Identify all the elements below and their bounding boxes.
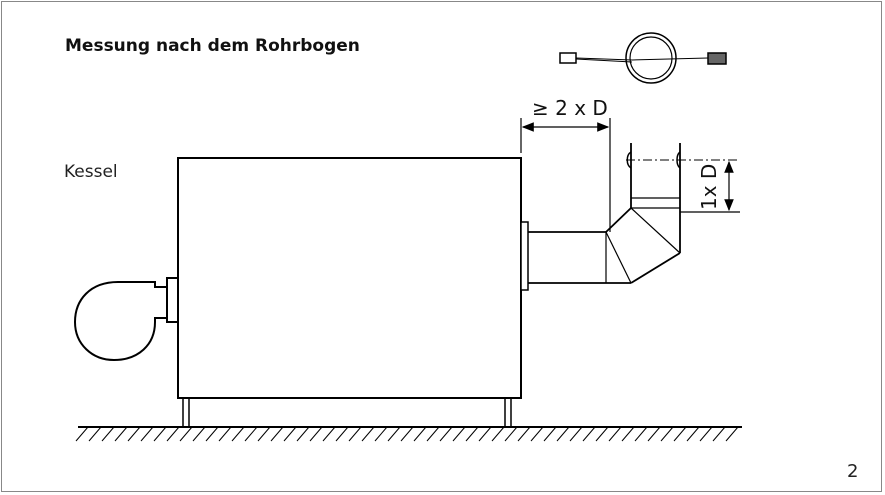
- dimension-horizontal-label: ≥ 2 x D: [532, 96, 608, 120]
- ground-hatch-line: [387, 426, 401, 442]
- ground-hatch-line: [374, 426, 388, 442]
- ground-hatch-line: [218, 426, 232, 442]
- ground-hatch-line: [348, 426, 362, 442]
- duct-cross-section: [625, 32, 677, 84]
- ground-hatch-line: [712, 426, 726, 442]
- ground-hatch-line: [660, 426, 674, 442]
- dimension-vertical-label: 1x D: [697, 164, 721, 210]
- ground-hatch-line: [296, 426, 310, 442]
- ground-hatch-line: [595, 426, 609, 442]
- ground-hatch-line: [725, 426, 739, 442]
- ground-hatch-line: [114, 426, 128, 442]
- ground-hatch-line: [543, 426, 557, 442]
- ground-hatch-line: [413, 426, 427, 442]
- ground-hatch-line: [192, 426, 206, 442]
- ground-hatch-line: [452, 426, 466, 442]
- ground-hatch-line: [439, 426, 453, 442]
- ground-hatch-line: [322, 426, 336, 442]
- ground-hatch-line: [478, 426, 492, 442]
- ground-hatch-line: [270, 426, 284, 442]
- boiler: [177, 157, 529, 427]
- ground-hatch-line: [634, 426, 648, 442]
- ground-hatch-line: [491, 426, 505, 442]
- ground-hatch-line: [608, 426, 622, 442]
- ground-hatch-line: [621, 426, 635, 442]
- ground-hatch-line: [361, 426, 375, 442]
- ground-hatch-line: [465, 426, 479, 442]
- ground-hatch-line: [569, 426, 583, 442]
- ground-hatch-line: [530, 426, 544, 442]
- probe-icon: [559, 32, 727, 84]
- ground-hatch-line: [400, 426, 414, 442]
- ground-hatch-line: [75, 426, 89, 442]
- ground-hatch-line: [244, 426, 258, 442]
- ground-hatch-line: [309, 426, 323, 442]
- probe-sensor: [707, 52, 727, 65]
- ground-hatch-line: [647, 426, 661, 442]
- ground-hatch-line: [504, 426, 518, 442]
- dimension-horizontal: [520, 118, 611, 232]
- ground-hatch-line: [582, 426, 596, 442]
- ground-hatch-line: [179, 426, 193, 442]
- ground-hatch-line: [556, 426, 570, 442]
- ground-hatch-line: [335, 426, 349, 442]
- ground-hatch-line: [205, 426, 219, 442]
- ground-hatch-line: [699, 426, 713, 442]
- ground-hatch-line: [166, 426, 180, 442]
- ground: [75, 426, 742, 442]
- figure-title: Messung nach dem Rohrbogen: [65, 36, 360, 56]
- ground-hatch-line: [283, 426, 297, 442]
- ground-hatch-line: [140, 426, 154, 442]
- ground-hatch-line: [153, 426, 167, 442]
- ground-hatch-line: [517, 426, 531, 442]
- boiler-label: Kessel: [64, 162, 118, 182]
- ground-hatch-line: [426, 426, 440, 442]
- page-number: 2: [847, 461, 859, 482]
- ground-hatch-line: [127, 426, 141, 442]
- ground-hatch-line: [88, 426, 102, 442]
- burner-fan: [73, 277, 179, 362]
- ground-hatch-line: [673, 426, 687, 442]
- ground-hatch-line: [257, 426, 271, 442]
- ground-hatch-line: [231, 426, 245, 442]
- flue-pipe: [528, 143, 740, 284]
- probe-handle: [559, 52, 577, 64]
- dimension-vertical: [680, 160, 740, 213]
- ground-hatch-line: [686, 426, 700, 442]
- ground-hatch-line: [101, 426, 115, 442]
